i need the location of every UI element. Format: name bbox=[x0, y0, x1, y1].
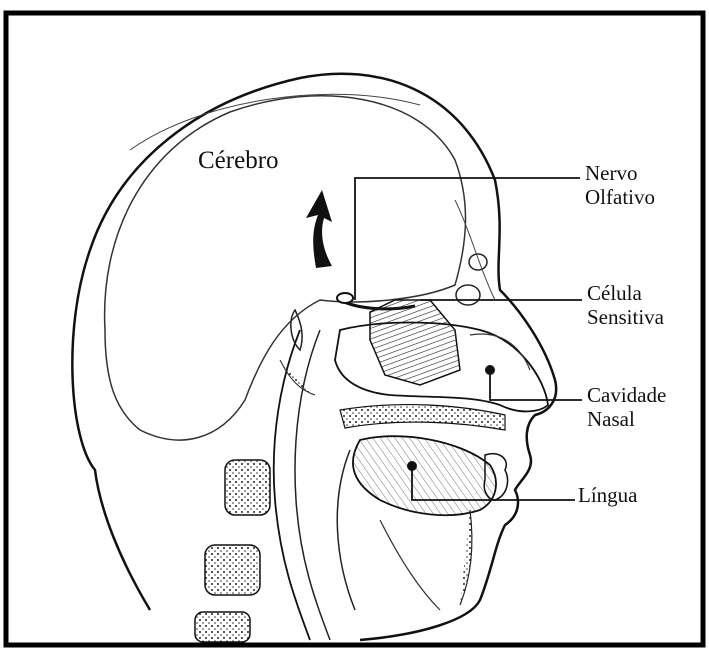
vertebra bbox=[195, 612, 250, 642]
label-line: Célula bbox=[587, 282, 664, 306]
vertebra bbox=[225, 460, 270, 515]
sensory-cells bbox=[370, 300, 460, 385]
label-line: Nasal bbox=[587, 408, 666, 432]
label-line: Olfativo bbox=[585, 186, 655, 210]
label-line: Nervo bbox=[585, 162, 655, 186]
label-cerebro: Cérebro bbox=[198, 147, 279, 175]
hard-palate bbox=[340, 405, 505, 430]
label-celula-sensitiva: Célula Sensitiva bbox=[587, 282, 664, 329]
label-lingua-text: Língua bbox=[578, 484, 637, 508]
label-lingua: Língua bbox=[578, 484, 637, 508]
label-cavidade-nasal: Cavidade Nasal bbox=[587, 384, 666, 431]
label-line: Sensitiva bbox=[587, 306, 664, 330]
label-cerebro-text: Cérebro bbox=[198, 147, 279, 175]
arrow-icon bbox=[306, 190, 332, 268]
label-nervo-olfativo: Nervo Olfativo bbox=[585, 162, 655, 209]
tongue bbox=[353, 436, 496, 515]
head-outline bbox=[72, 74, 556, 640]
label-line: Cavidade bbox=[587, 384, 666, 408]
vertebra bbox=[205, 545, 260, 595]
leader-nervo bbox=[355, 178, 580, 300]
